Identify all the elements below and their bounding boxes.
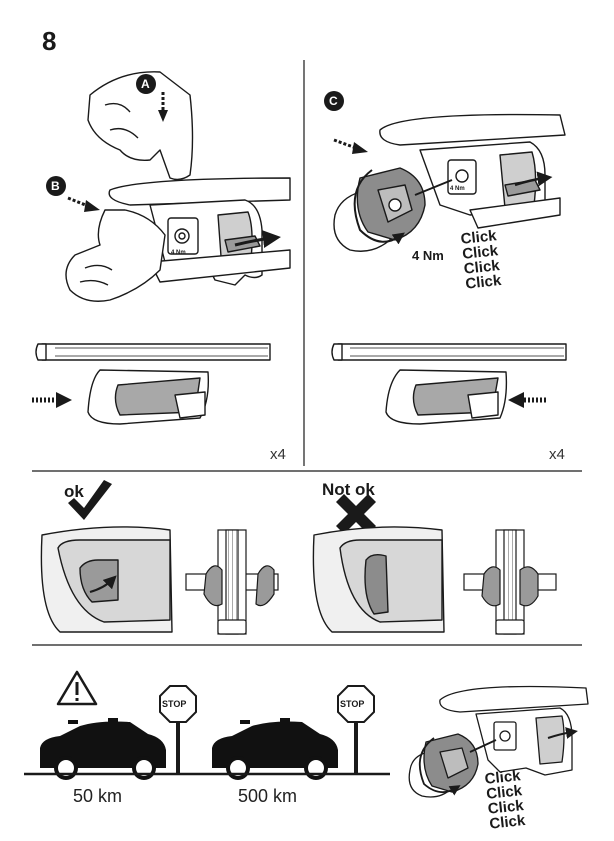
notok-rail-crosssection bbox=[463, 529, 557, 635]
push-arrow-c bbox=[333, 138, 357, 150]
step-number: 8 bbox=[42, 26, 57, 56]
distance-2: 500 km bbox=[238, 786, 298, 806]
stop-sign-text-1: STOP bbox=[162, 699, 187, 709]
bracket-torque-mark-right: 4 Nm bbox=[450, 186, 465, 192]
hand-a bbox=[87, 71, 194, 181]
quantity-right: x4 bbox=[549, 446, 565, 463]
panel-top-left bbox=[65, 71, 291, 302]
foot-side-left bbox=[35, 343, 271, 425]
label-b: B bbox=[51, 179, 60, 193]
ok-closeup bbox=[40, 526, 173, 633]
foot-side-right bbox=[331, 343, 567, 425]
cross-icon bbox=[336, 494, 376, 534]
click-list-top: Click Click Click Click bbox=[460, 227, 503, 293]
label-c: C bbox=[329, 94, 338, 108]
ok-rail-crosssection bbox=[185, 529, 279, 635]
label-a-badge bbox=[136, 74, 156, 94]
warning-icon bbox=[56, 670, 98, 706]
stop-sign-text-2: STOP bbox=[340, 699, 365, 709]
label-c-badge bbox=[324, 91, 344, 111]
stop-sign-icon-2 bbox=[337, 685, 375, 774]
label-a: A bbox=[141, 77, 150, 91]
car-silhouette-icon-2 bbox=[212, 718, 338, 768]
car-silhouette-icon bbox=[40, 718, 166, 768]
torque-label: 4 Nm bbox=[412, 248, 444, 263]
push-arrow-b bbox=[67, 196, 89, 208]
not-ok-label: Not ok bbox=[322, 480, 375, 499]
check-icon bbox=[68, 480, 112, 520]
panel-top-right bbox=[333, 113, 566, 252]
ok-label: ok bbox=[64, 482, 84, 501]
bracket-torque-mark-left: 4 Nm bbox=[171, 250, 186, 256]
panel-bottom-right bbox=[408, 685, 589, 798]
push-arrow-icon bbox=[158, 110, 168, 122]
notok-closeup bbox=[312, 526, 445, 633]
click-word: Click bbox=[488, 812, 527, 833]
label-b-badge bbox=[46, 176, 66, 196]
hand-b bbox=[65, 209, 166, 302]
stop-sign-icon bbox=[159, 685, 197, 774]
click-word: Click bbox=[464, 272, 503, 293]
quantity-left: x4 bbox=[270, 446, 286, 463]
distance-1: 50 km bbox=[73, 786, 123, 806]
click-list-bottom: Click Click Click Click bbox=[484, 767, 527, 833]
